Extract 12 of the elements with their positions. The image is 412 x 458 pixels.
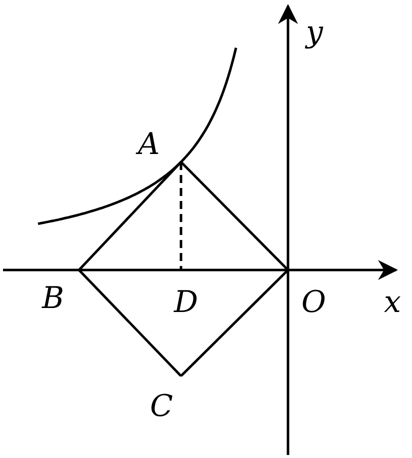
point-label: C (150, 392, 173, 422)
point-label: O (301, 288, 326, 318)
dashed-segment (180, 162, 182, 270)
line-segment (180, 269, 289, 377)
point-label: B (42, 284, 64, 314)
line-segment (78, 161, 182, 271)
axis-label: x (384, 288, 401, 318)
point-label: D (174, 288, 198, 318)
axis-label: y (306, 18, 323, 48)
line-segment (78, 269, 182, 377)
line-segment (180, 161, 289, 271)
point-label: A (138, 130, 160, 160)
